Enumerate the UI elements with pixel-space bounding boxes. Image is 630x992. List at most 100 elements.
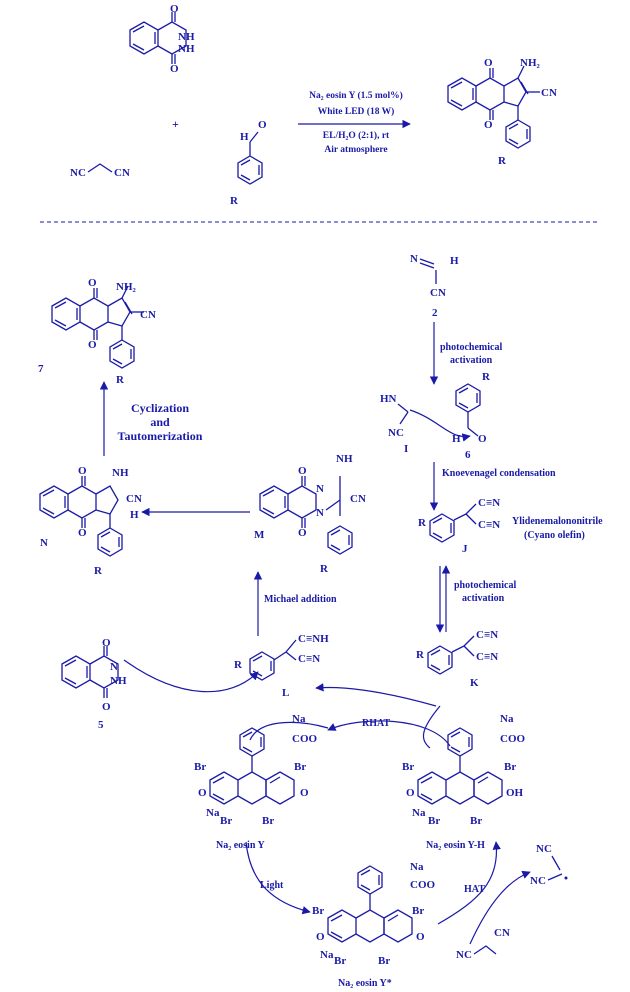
K-r: R (416, 649, 425, 661)
eys-na: Na (410, 861, 424, 873)
eosin-y (210, 728, 294, 804)
eys-br1: Br (312, 905, 324, 917)
michael-label: Michael addition (264, 594, 337, 605)
N-ring (97, 527, 123, 557)
eyh-br2: Br (504, 761, 516, 773)
condition-light: White LED (18 W) (318, 106, 395, 117)
eyh-na: Na (500, 713, 514, 725)
eys-coo: COO (410, 879, 436, 891)
label-2: 2 (432, 307, 438, 319)
M-nh: NH (336, 453, 353, 465)
condition-catalyst: Na₂ eosin Y (1.5 mol%) (309, 90, 403, 101)
rad-nc: NC (536, 843, 552, 855)
label-7: 7 (38, 363, 44, 375)
product-top-cn: CN (541, 87, 557, 99)
aldehyde-h: H (240, 131, 249, 143)
photochem1-line2: activation (450, 355, 493, 366)
label-J: J (462, 543, 468, 555)
ylidene-line1: Ylidenemalononitrile (512, 516, 603, 527)
light-label: Light (260, 880, 284, 891)
p7-nh2: NH₂ (116, 281, 137, 293)
eys-br3: Br (334, 955, 346, 967)
M-core (259, 475, 317, 529)
arrow-5-attack (123, 659, 259, 693)
J-r: R (418, 517, 427, 529)
eosin-y-label: Na₂ eosin Y (216, 840, 266, 851)
eyh-br1: Br (402, 761, 414, 773)
N-core (39, 475, 97, 529)
ey-br4: Br (262, 815, 274, 827)
arc-rhat-to-eosin-y (249, 721, 329, 741)
p7-r: R (116, 374, 125, 386)
label-M: M (254, 529, 265, 541)
ey-br3: Br (220, 815, 232, 827)
arrow-rhat (327, 720, 451, 747)
product-top-nh2: NH₂ (520, 57, 541, 69)
rad-nc2: NC (530, 875, 546, 887)
eyh-na2: Na (412, 807, 426, 819)
eys-br2: Br (412, 905, 424, 917)
label-I: I (404, 443, 408, 455)
m2-cn: CN (430, 287, 446, 299)
p7-cn: CN (140, 309, 156, 321)
label-L: L (282, 687, 289, 699)
p5-o2: O (102, 701, 111, 713)
ald6-h: H (452, 433, 461, 445)
ald6-o: O (478, 433, 487, 445)
p7-o1: O (88, 277, 97, 289)
product-top-o1: O (484, 57, 493, 69)
plus-sign: + (172, 117, 179, 131)
M-n1: N (316, 483, 324, 495)
ald6-r: R (482, 371, 491, 383)
cyclization-line2: and (150, 415, 170, 429)
K-ring (427, 645, 453, 675)
arrow-light (245, 841, 311, 915)
product-top-o2: O (484, 119, 493, 131)
arrow-K-to-L (315, 683, 437, 707)
cyclization-line3: Tautomerization (118, 429, 203, 443)
arc-k-to-eosin (422, 705, 441, 749)
M-o1: O (298, 465, 307, 477)
benzaldehyde-ring (237, 155, 263, 185)
mal-cn: CN (494, 927, 510, 939)
cyclization-line1: Cyclization (131, 401, 189, 415)
p7-o2: O (88, 339, 97, 351)
ey-br2: Br (294, 761, 306, 773)
aldehyde-6-ring (455, 383, 481, 413)
N-o2: O (78, 527, 87, 539)
eyh-coo: COO (500, 733, 526, 745)
label-5: 5 (98, 719, 104, 731)
J-ring (429, 513, 455, 543)
N-nh: NH (112, 467, 129, 479)
eys-o1: O (316, 931, 325, 943)
label-6: 6 (465, 449, 471, 461)
atom-nh-top2: NH (178, 43, 195, 55)
atom-o-top1: O (170, 3, 179, 15)
p5-n: N (110, 661, 118, 673)
malononitrile-nc: NC (70, 167, 86, 179)
product-top-r: R (498, 155, 507, 167)
K-cn2: C≡N (476, 651, 498, 663)
knoevenagel-label: Knoevenagel condensation (442, 468, 556, 479)
eosin-ystar-label: Na₂ eosin Y* (338, 978, 392, 989)
arrow-to-radical (469, 870, 531, 945)
eyh-oh: OH (506, 787, 524, 799)
M-o2: O (298, 527, 307, 539)
M-n2: N (316, 507, 324, 519)
malononitrile-bonds (87, 163, 113, 173)
aldehyde-o: O (258, 119, 267, 131)
photochem2-line1: photochemical (454, 580, 516, 591)
ey-o1: O (198, 787, 207, 799)
product-7 (52, 286, 144, 368)
N-r: R (94, 565, 103, 577)
atom-nh-top1: NH (178, 31, 195, 43)
rhat-label: RHAT (362, 718, 390, 729)
L-cn: C≡N (298, 653, 320, 665)
N-cn: CN (126, 493, 142, 505)
malononitrile-cn: CN (114, 167, 130, 179)
ey-br1: Br (194, 761, 206, 773)
label-K: K (470, 677, 479, 689)
L-cnh: C≡NH (298, 633, 329, 645)
hat-label: HAT (464, 884, 485, 895)
eosin-yh (418, 728, 502, 804)
